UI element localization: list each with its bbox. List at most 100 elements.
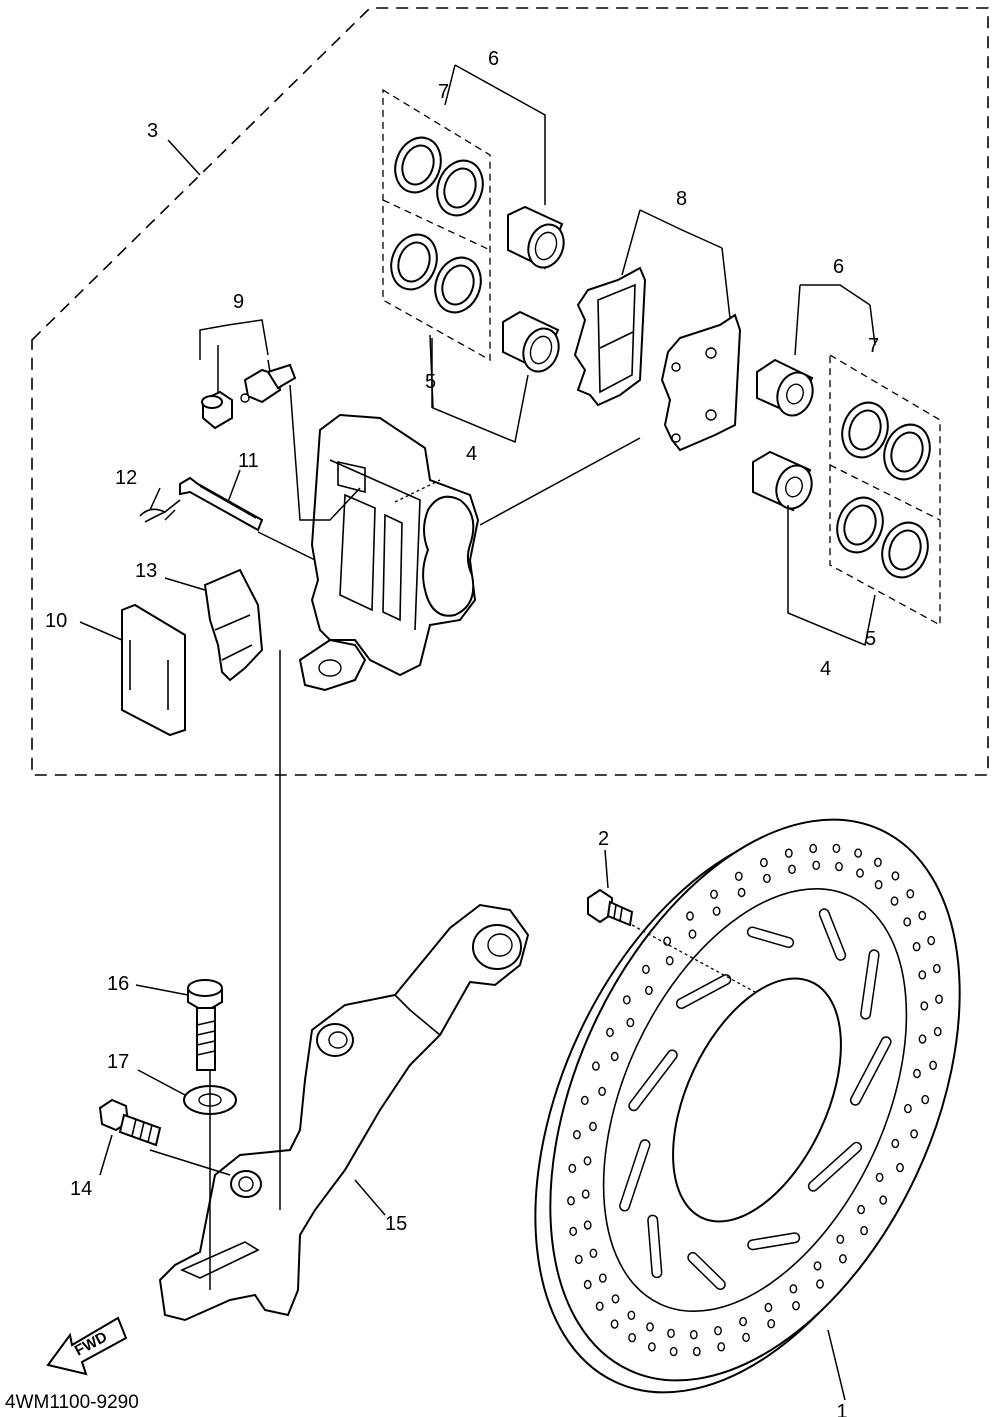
disc-slot xyxy=(861,950,879,1019)
pad-support xyxy=(203,568,264,682)
disc-slot xyxy=(748,928,793,947)
pad-shim xyxy=(121,603,186,737)
brake-pads xyxy=(573,266,742,452)
disc-hole xyxy=(839,1254,847,1264)
disc-hole xyxy=(642,964,650,975)
disc-hole xyxy=(874,880,883,890)
callout-7-left: 7 xyxy=(438,81,449,103)
callout-2: 2 xyxy=(598,828,609,850)
caliper-assembly-boundary xyxy=(31,7,989,776)
disc-hole xyxy=(626,1017,635,1028)
disc-hole xyxy=(857,1204,865,1215)
callout-5-left: 5 xyxy=(425,371,436,393)
callout-17: 17 xyxy=(107,1051,129,1073)
disc-hole xyxy=(812,860,821,870)
seal-kit-right xyxy=(829,353,941,627)
disc-hole xyxy=(767,1318,776,1329)
callout-11: 11 xyxy=(238,450,259,472)
disc-hole xyxy=(891,1138,900,1149)
disc-slot xyxy=(688,1253,725,1289)
disc-hole xyxy=(809,843,818,854)
disc-hole xyxy=(663,936,671,946)
disc-hole xyxy=(918,970,927,980)
assembly-lines xyxy=(149,319,756,1290)
disc-hole xyxy=(921,1094,930,1105)
disc-hole xyxy=(610,1319,619,1329)
caliper-body xyxy=(298,413,480,692)
disc-hole xyxy=(918,1034,927,1044)
disc-hole xyxy=(912,942,921,952)
disc-hole xyxy=(581,1189,590,1199)
disc-hole xyxy=(890,896,899,906)
diagram-code: 4WM1100-9290 xyxy=(5,1392,139,1413)
disc-hole xyxy=(583,1279,592,1290)
disc-hole xyxy=(918,910,927,921)
disc-hole xyxy=(813,1261,822,1271)
disc-hole xyxy=(688,929,697,939)
bleed-screw xyxy=(201,363,297,430)
callout-4-left: 4 xyxy=(466,443,477,465)
disc-hole xyxy=(816,1279,824,1289)
disc-hole xyxy=(611,1294,620,1304)
disc-hole xyxy=(714,1325,722,1336)
disc-hole xyxy=(595,1301,604,1311)
disc-hole xyxy=(686,911,694,921)
disc-hole xyxy=(932,963,941,974)
disc-slot xyxy=(648,1216,661,1277)
disc-hole xyxy=(789,1284,798,1294)
disc-hole xyxy=(935,994,943,1004)
disc-hole xyxy=(860,1225,868,1236)
disc-hole xyxy=(879,1195,888,1205)
disc-hole xyxy=(580,1095,589,1106)
disc-hole xyxy=(739,1316,747,1327)
disc-slot xyxy=(629,1051,677,1110)
disc-hole xyxy=(573,1129,581,1140)
disc-hole xyxy=(648,1342,656,1352)
disc-hole xyxy=(910,1129,918,1139)
disc-hole xyxy=(836,1234,845,1245)
callout-14: 14 xyxy=(70,1178,92,1200)
pad-clip xyxy=(139,499,181,523)
disc-hole xyxy=(567,1196,575,1206)
disc-hole xyxy=(583,1220,592,1230)
disc-hole xyxy=(763,873,771,884)
callout-9: 9 xyxy=(233,291,244,313)
disc-hole xyxy=(589,1248,598,1259)
disc-hole xyxy=(689,1329,698,1340)
disc-hole xyxy=(710,889,718,899)
disc-drill-holes xyxy=(567,843,943,1357)
fwd-arrow-icon: FWD xyxy=(46,1316,128,1376)
disc-hole xyxy=(627,1310,636,1321)
callout-16: 16 xyxy=(107,973,129,995)
bolt-16 xyxy=(187,978,223,1071)
callout-6-right: 6 xyxy=(833,256,844,278)
disc-hole xyxy=(583,1156,592,1166)
brake-disc xyxy=(534,818,961,1394)
disc-hole xyxy=(742,1332,750,1343)
disc-slot xyxy=(851,1037,891,1105)
callout-4-right: 4 xyxy=(820,658,831,680)
disc-hole xyxy=(589,1121,597,1132)
disc-hole xyxy=(568,1163,577,1174)
disc-slot xyxy=(620,1140,649,1210)
disc-vent-slots xyxy=(619,908,892,1290)
callout-10: 10 xyxy=(45,610,67,632)
disc-hole xyxy=(598,1273,607,1283)
disc-hole xyxy=(904,1103,912,1114)
disc-hole xyxy=(645,985,653,996)
disc-slot xyxy=(820,909,845,960)
callout-labels: 1 2 3 4 4 5 5 6 6 7 7 8 9 10 11 12 13 14… xyxy=(45,48,879,1417)
disc-bolt xyxy=(587,888,634,927)
pad-pin xyxy=(179,476,264,532)
callout-3: 3 xyxy=(147,120,158,142)
disc-hole xyxy=(665,956,674,966)
disc-hole xyxy=(574,1254,583,1265)
disc-hole xyxy=(764,1302,773,1313)
disc-hole xyxy=(933,1026,942,1037)
bolt-14 xyxy=(98,1098,162,1147)
pistons-right xyxy=(752,358,814,512)
disc-hole xyxy=(913,1068,921,1079)
disc-hole xyxy=(835,861,843,872)
callout-6-left: 6 xyxy=(488,48,499,70)
disc-hole xyxy=(692,1346,701,1357)
